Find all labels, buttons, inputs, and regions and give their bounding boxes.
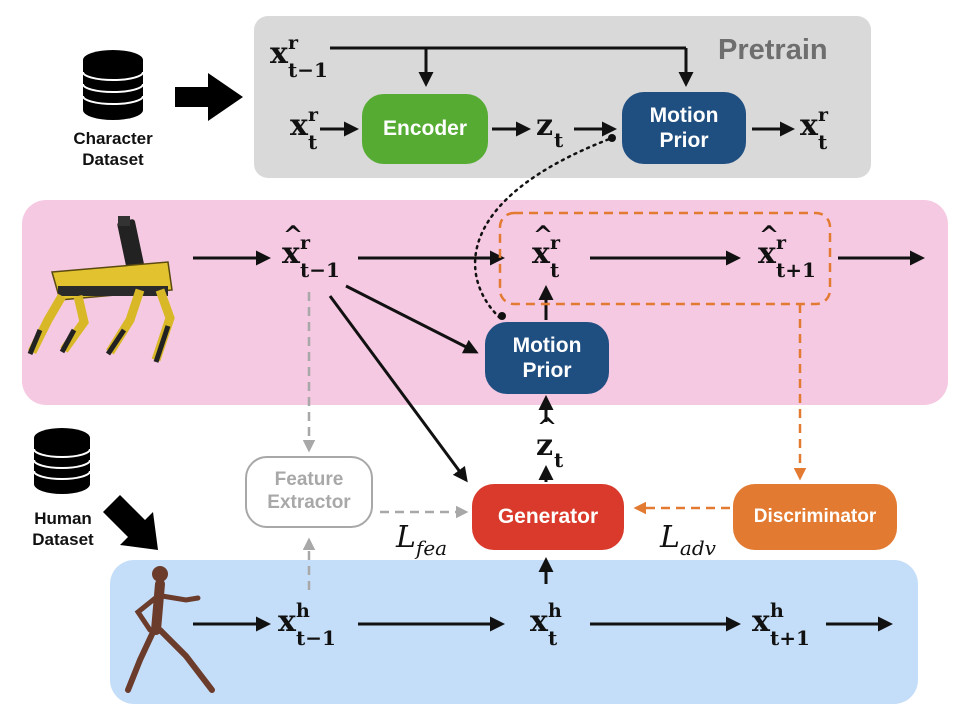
human-x-next: x h t+1 — [752, 600, 810, 650]
character-dataset-big-arrow — [175, 73, 243, 121]
character-database-icon — [82, 50, 144, 120]
robot-xhat-next: ^ x r t+1 — [758, 220, 816, 282]
robot-xhat-curr: ^ x r t — [532, 220, 561, 282]
encoder-block: Encoder — [362, 94, 488, 164]
arrow-xhat-prev-to-prior — [345, 284, 479, 354]
pretrain-x-curr: x r t — [290, 104, 319, 154]
feature-extractor-block: Feature Extractor — [245, 456, 373, 528]
pretrain-panel — [254, 16, 871, 178]
human-database-icon — [33, 428, 91, 494]
discriminator-block: Discriminator — [733, 484, 897, 550]
robot-xhat-prev: ^ x r t−1 — [282, 220, 340, 282]
pretrain-x-out: x r t — [800, 104, 829, 154]
human-dataset-big-arrow — [103, 495, 158, 550]
human-panel — [110, 560, 918, 704]
robot-motion-prior-block: Motion Prior — [485, 322, 609, 394]
character-dataset-label: Character Dataset — [73, 129, 153, 170]
robot-dog-icon — [27, 216, 175, 363]
arrow-xhat-prev-to-generator — [328, 295, 468, 483]
orange-dashed-group — [498, 211, 832, 306]
pretrain-title: Pretrain — [718, 34, 828, 66]
loss-adv: Ladv — [660, 520, 716, 560]
human-dataset-label: Human Dataset — [32, 509, 94, 550]
pretrain-x-prev: x r t−1 — [270, 32, 328, 82]
human-figure-icon — [125, 566, 215, 693]
z-hat: ^ z t — [536, 412, 564, 472]
pretrain-motion-prior-block: Motion Prior — [622, 92, 746, 164]
dotted-prior-link — [474, 136, 614, 320]
loss-fea: Lfea — [396, 520, 448, 560]
human-x-curr: x h t — [530, 600, 562, 650]
generator-block: Generator — [472, 484, 624, 550]
human-x-prev: x h t−1 — [278, 600, 336, 650]
pretrain-z: z t — [536, 108, 564, 152]
